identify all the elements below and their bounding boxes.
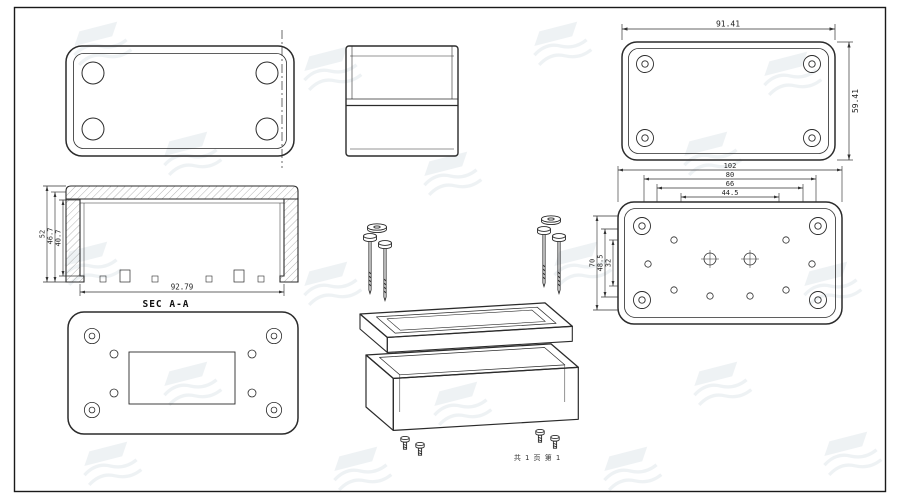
bottom-corner-mount — [83, 327, 101, 345]
base-dim-70-label: 70 — [589, 259, 597, 267]
lid-corner-hole — [255, 61, 279, 85]
base-outline — [617, 201, 843, 325]
base-screw — [550, 434, 560, 449]
section-total-height-label: 52 — [39, 230, 47, 238]
section-mid-height-label: 46.7 — [47, 228, 55, 245]
bottom-corner-mount — [265, 327, 283, 345]
base-dim-44-5-label: 44.5 — [722, 189, 739, 197]
section-dimension-lines — [43, 185, 285, 296]
bottom-outline — [67, 311, 299, 435]
section-boss — [233, 269, 245, 283]
side-outline — [345, 45, 459, 157]
base-corner-boss — [809, 217, 827, 235]
section-right-wall — [279, 198, 299, 283]
section-width-label: 92.79 — [171, 283, 194, 292]
lid-gasket-groove — [386, 309, 546, 331]
watermark-pattern — [58, 18, 885, 493]
base-dim-102-label: 102 — [724, 162, 737, 170]
base-screw — [535, 428, 545, 443]
cover-height-dim-label: 59.41 — [851, 89, 860, 113]
cover-screw — [537, 226, 551, 287]
cover-corner-boss — [636, 129, 654, 147]
base-holes — [644, 236, 816, 300]
view-section: 52 46.7 40.7 92.79 SEC A-A — [39, 185, 299, 310]
view-exploded-lid — [359, 215, 573, 353]
bottom-corner-mount — [83, 401, 101, 419]
view-lid-top — [65, 30, 295, 168]
bottom-hole — [247, 388, 257, 398]
base-inner-outline — [624, 208, 836, 318]
base-dim-32-label: 32 — [605, 259, 613, 267]
washer — [367, 223, 387, 234]
cover-screw — [363, 233, 377, 294]
bottom-corner-mount — [265, 401, 283, 419]
lid-corner-hole — [255, 117, 279, 141]
lid-left-face — [359, 313, 388, 353]
footer-page-note: 共 1 页 第 1 — [514, 453, 560, 462]
border-frame — [13, 6, 887, 493]
base-corner-boss — [633, 291, 651, 309]
cover-outline — [621, 41, 836, 161]
cover-width-dim-label: 91.41 — [716, 20, 740, 29]
base-screw — [415, 441, 425, 456]
lid-corner-hole — [81, 117, 105, 141]
bottom-hole — [109, 388, 119, 398]
section-left-wall — [65, 198, 85, 283]
base-dim-80-label: 80 — [726, 171, 734, 179]
base-front-wall — [392, 366, 579, 431]
base-corner-boss — [633, 217, 651, 235]
bottom-hole — [247, 349, 257, 359]
lid-inner-outline — [73, 53, 287, 149]
base-dim-48-5-label: 48.5 — [597, 255, 605, 272]
cover-inner-outline — [628, 48, 829, 154]
base-dimension-lines — [593, 166, 843, 311]
cover-corner-boss — [803, 55, 821, 73]
lid-outline — [65, 45, 295, 157]
view-exploded-base — [365, 343, 579, 456]
base-dim-66-label: 66 — [726, 180, 734, 188]
bottom-center-cutout — [128, 351, 236, 405]
cover-corner-boss — [803, 129, 821, 147]
cover-corner-boss — [636, 55, 654, 73]
section-title-label: SEC A-A — [142, 299, 189, 310]
view-base-inside: 102 80 66 44.5 70 48.5 32 — [589, 162, 843, 325]
cover-dimension-lines — [621, 24, 853, 161]
view-cover-dimensioned: 91.41 59.41 — [621, 20, 860, 161]
cover-screw — [378, 240, 392, 301]
bottom-hole — [109, 349, 119, 359]
section-top-band — [65, 185, 299, 200]
base-screw — [400, 435, 410, 450]
section-inner-height-label: 40.7 — [55, 230, 63, 247]
lid-inner-edge — [376, 306, 557, 334]
lid-corner-hole — [81, 61, 105, 85]
view-side — [345, 45, 459, 157]
base-left-wall — [365, 354, 394, 431]
view-bottom — [67, 311, 299, 435]
section-boss — [119, 269, 131, 283]
washer — [541, 215, 561, 226]
